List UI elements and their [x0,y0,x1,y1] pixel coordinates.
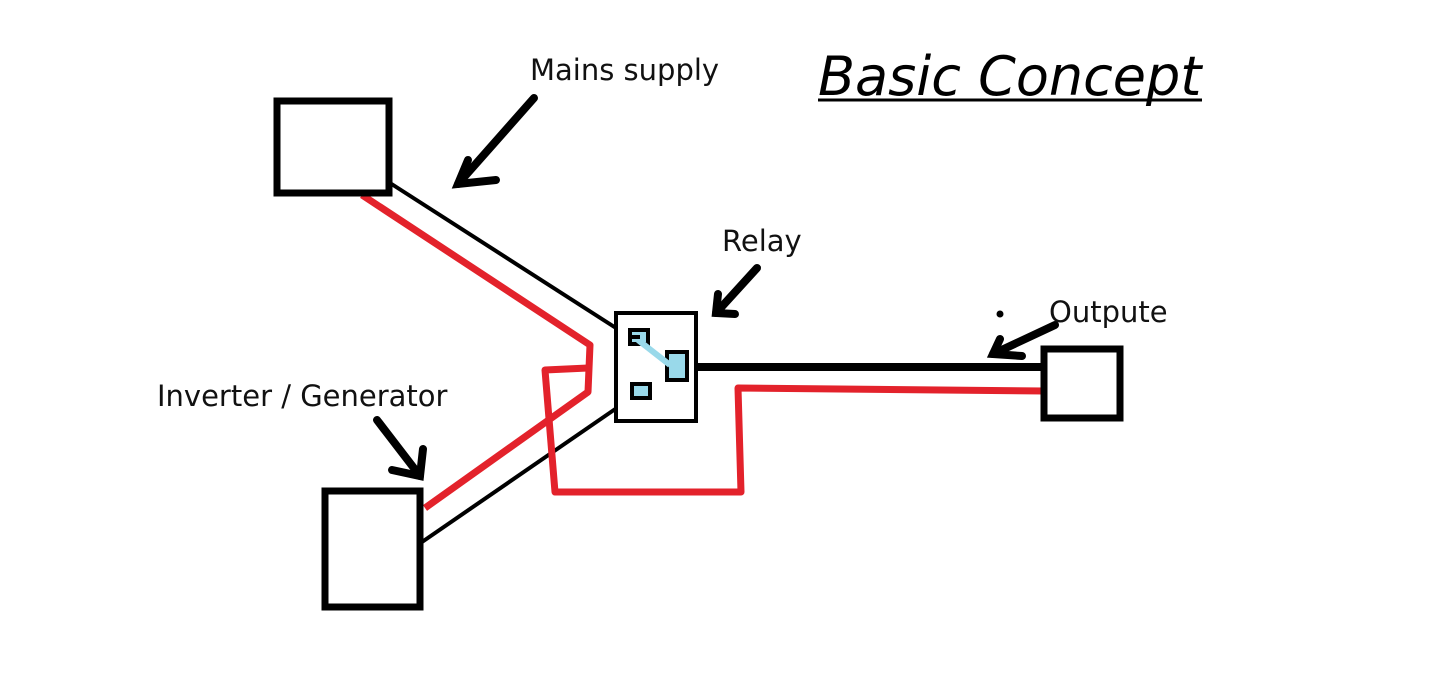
inverter-arrow-icon [373,416,427,481]
mains-arrow-icon [451,94,538,189]
inverter-generator-box [321,487,424,611]
output-live-wire [541,364,1046,496]
mains-neutral-wire [388,181,632,339]
diagram-title: Basic Concept [818,45,1203,108]
stray-dot [996,310,1004,318]
relay-switch-arm [636,337,672,368]
inverter-neutral-wire [420,390,642,544]
relay-label: Relay [722,224,802,258]
relay-arrow-icon [711,264,761,318]
output-arrow-icon [986,321,1059,360]
output-label: Outpute [1049,295,1168,329]
relay-contact-inverter [630,382,652,400]
relay-common-contact [665,350,689,382]
inverter-generator-label: Inverter / Generator [157,379,448,413]
mains-supply-label: Mains supply [530,53,719,87]
mains-live-wire [360,192,594,511]
output-box [1040,345,1124,422]
mains-supply-box [273,97,393,197]
